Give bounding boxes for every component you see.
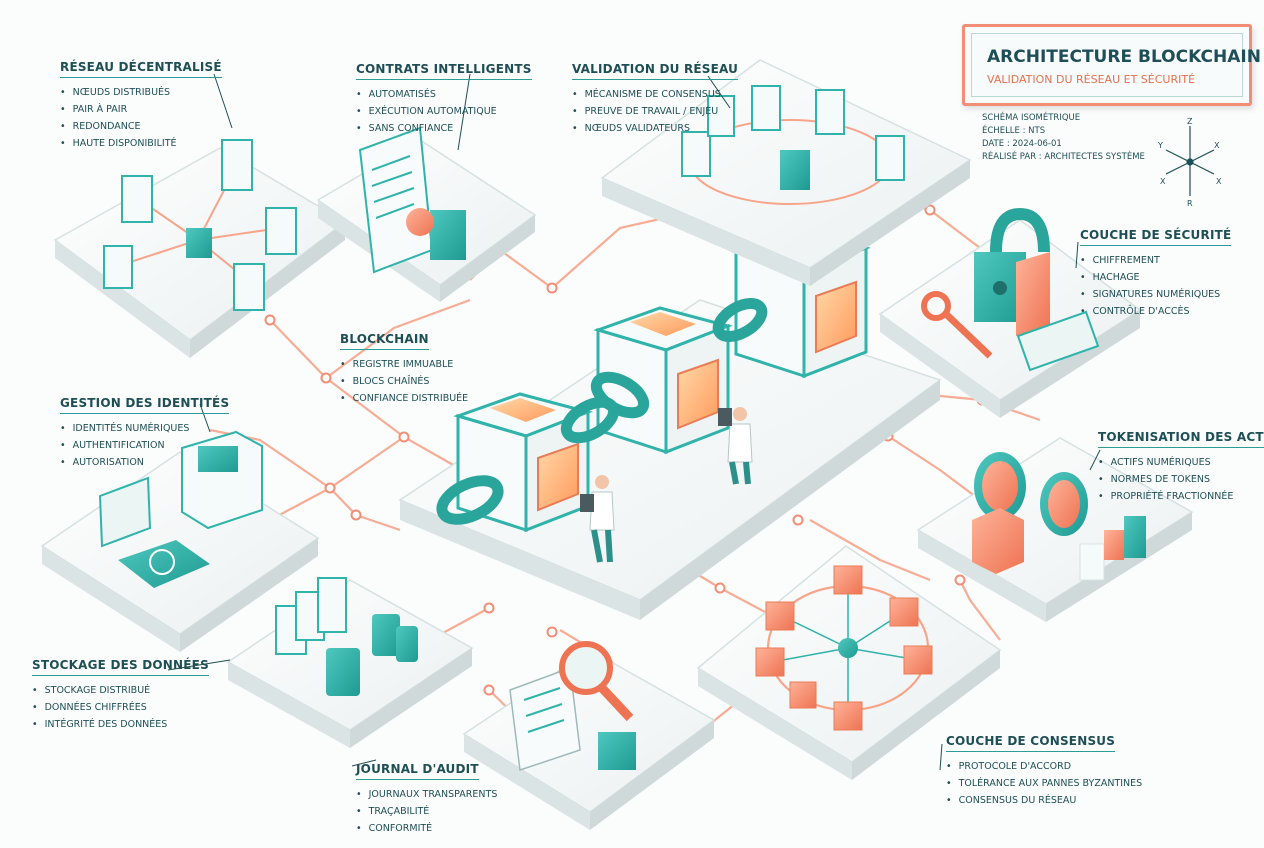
list-item: Automatisés — [356, 86, 532, 103]
platform-data-storage — [226, 577, 474, 748]
list-item: Intégrité des données — [32, 716, 209, 733]
drawing-metadata: Schéma isométrique Échelle : NTS Date : … — [982, 112, 1145, 164]
list-item: Nœuds validateurs — [572, 120, 738, 137]
list-item: Signatures numériques — [1080, 286, 1231, 303]
axis-compass-icon — [1165, 126, 1215, 196]
list-item: Tolérance aux pannes byzantines — [946, 775, 1143, 792]
list-item: Confiance distribuée — [340, 390, 469, 407]
platform-consensus-layer — [696, 545, 1002, 780]
section-title: Validation du réseau — [572, 62, 739, 80]
list-item: Preuve de travail / enjeu — [572, 103, 738, 120]
diagram-title: Architecture Blockchain — [987, 47, 1261, 67]
axis-z-label: Z — [1187, 117, 1193, 126]
engineer-figure-2 — [718, 407, 753, 485]
list-item: Actifs numériques — [1098, 454, 1264, 471]
axis-r-label: R — [1187, 199, 1193, 208]
section-couche-securite: Couche de sécurité Chiffrement Hachage S… — [1080, 224, 1232, 320]
section-title: Tokenisation des actifs — [1098, 430, 1264, 448]
list-item: Authentification — [60, 437, 229, 454]
title-box: Architecture Blockchain Validation du ré… — [962, 24, 1261, 106]
section-title: Réseau décentralisé — [60, 60, 222, 78]
platform-smart-contracts — [316, 126, 537, 302]
chain-links — [436, 298, 768, 525]
list-item: Chiffrement — [1080, 252, 1231, 269]
axis-x-right-label: X — [1214, 141, 1220, 150]
axis-y-label: Y — [1157, 141, 1163, 150]
list-item: Stockage distribué — [32, 682, 209, 699]
list-item: Hachage — [1080, 269, 1231, 286]
section-title: Couche de consensus — [946, 734, 1116, 752]
section-validation-reseau: Validation du réseau Mécanisme de consen… — [572, 58, 739, 137]
section-title: Stockage des données — [32, 658, 209, 676]
list-item: Données chiffrées — [32, 699, 209, 716]
list-item: Sans confiance — [356, 120, 532, 137]
list-item: Traçabilité — [356, 803, 497, 820]
list-item: Exécution automatique — [356, 103, 532, 120]
section-gestion-identites: Gestion des identités Identités numériqu… — [60, 392, 230, 471]
list-item: Haute disponibilité — [60, 135, 222, 152]
list-item: Redondance — [60, 118, 222, 135]
list-item: Autorisation — [60, 454, 229, 471]
section-title: Blockchain — [340, 332, 429, 350]
list-item: Consensus du réseau — [946, 792, 1142, 809]
section-blockchain: Blockchain Registre immuable Blocs chaîn… — [340, 328, 468, 407]
meta-line-2: Échelle : NTS — [982, 126, 1046, 136]
section-contrats-intelligents: Contrats intelligents Automatisés Exécut… — [356, 58, 532, 137]
section-stockage-donnees: Stockage des données Stockage distribué … — [32, 654, 209, 733]
section-tokenisation-actifs: Tokenisation des actifs Actifs numérique… — [1098, 426, 1264, 505]
section-title: Contrats intelligents — [356, 62, 532, 80]
meta-line-1: Schéma isométrique — [982, 113, 1081, 123]
section-couche-consensus: Couche de consensus Protocole d'accord T… — [946, 730, 1142, 809]
section-journal-audit: Journal d'audit Journaux transparents Tr… — [356, 758, 497, 837]
list-item: Protocole d'accord — [946, 758, 1142, 775]
platform-decentralized-network — [53, 139, 347, 358]
list-item: Normes de tokens — [1098, 471, 1264, 488]
engineer-figure-1 — [580, 475, 615, 563]
platform-identity-management — [40, 430, 320, 652]
meta-line-3: Date : 2024-06-01 — [982, 139, 1062, 149]
meta-line-4: Réalisé par : Architectes système — [982, 152, 1145, 162]
list-item: Identités numériques — [60, 420, 229, 437]
platform-audit-log — [462, 641, 716, 830]
section-title: Couche de sécurité — [1080, 228, 1232, 246]
axis-x-bottom-label: X — [1216, 177, 1222, 186]
list-item: Mécanisme de consensus — [572, 86, 738, 103]
list-item: Contrôle d'accès — [1080, 303, 1231, 320]
platform-security — [878, 207, 1142, 418]
section-reseau-decentralise: Réseau décentralisé Nœuds distribués Pai… — [60, 56, 222, 152]
list-item: Blocs chaînés — [340, 373, 468, 390]
section-title: Gestion des identités — [60, 396, 230, 414]
list-item: Nœuds distribués — [60, 84, 222, 101]
list-item: Registre immuable — [340, 356, 468, 373]
list-item: Journaux transparents — [356, 786, 498, 803]
list-item: Pair à pair — [60, 101, 222, 118]
list-item: Conformité — [356, 820, 497, 837]
diagram-subtitle: Validation du réseau et sécurité — [987, 73, 1196, 86]
list-item: Propriété fractionnée — [1098, 488, 1264, 505]
section-title: Journal d'audit — [356, 762, 479, 780]
axis-x-left-label: X — [1160, 177, 1166, 186]
